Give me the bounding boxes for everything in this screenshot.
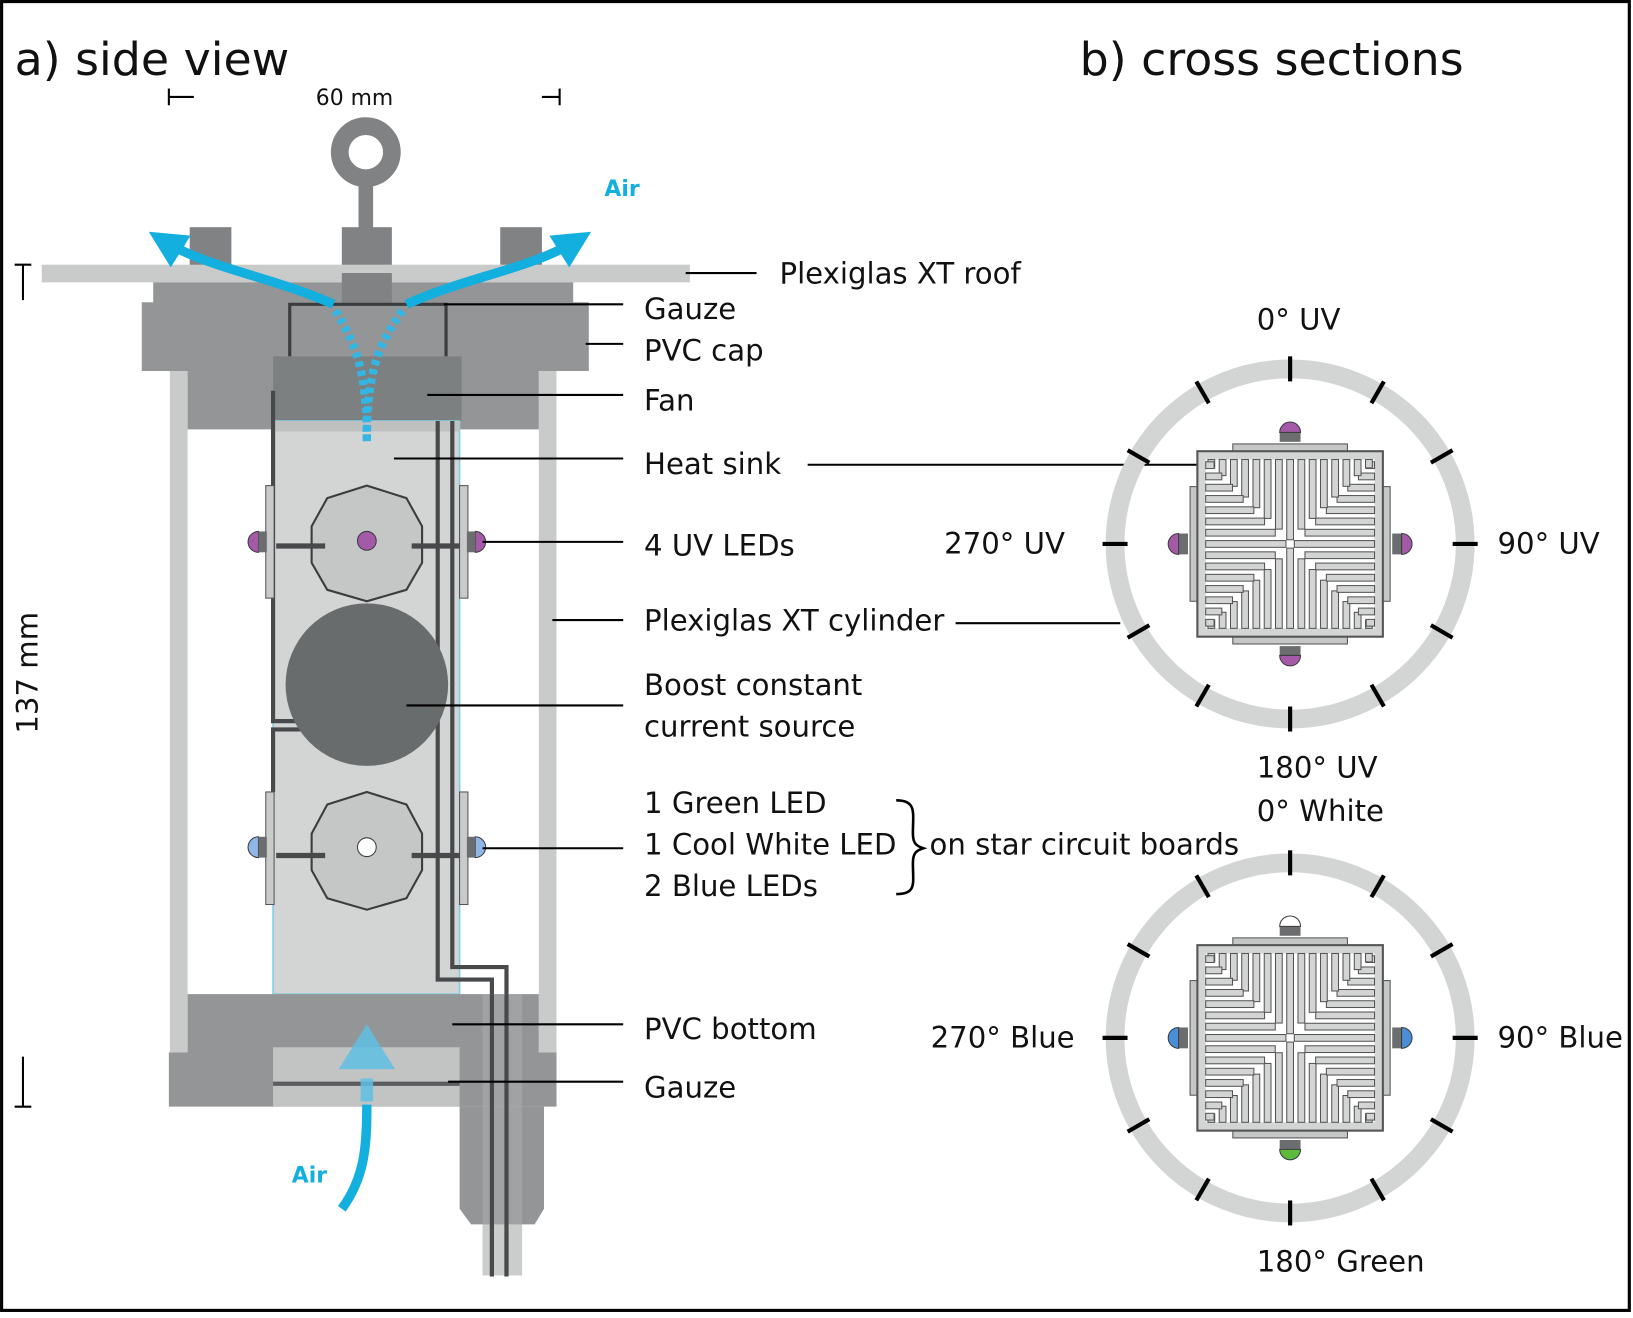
led-right: [1401, 1026, 1413, 1049]
side-view-labels: Plexiglas XT roof Gauze PVC cap Fan Heat…: [644, 256, 1239, 1104]
width-dimension: [167, 88, 561, 106]
blue-led-left: [247, 836, 259, 859]
label-boost-2: current source: [644, 710, 855, 744]
led-right: [1401, 533, 1413, 555]
angle-tick: [1126, 942, 1151, 959]
label-star-boards: on star circuit boards: [930, 827, 1239, 861]
label-gauze-bottom: Gauze: [644, 1070, 736, 1104]
uv-label-bottom: 180° UV: [1257, 750, 1378, 784]
uv-label-right: 90° UV: [1497, 526, 1599, 560]
angle-tick: [1369, 683, 1386, 708]
angle-tick: [1429, 942, 1454, 959]
mixed-star-board: [247, 790, 487, 911]
label-heat-sink: Heat sink: [644, 447, 781, 481]
angle-tick: [1194, 1177, 1211, 1202]
board-top: [1232, 937, 1348, 946]
uv-label-left: 270° UV: [944, 526, 1065, 560]
angle-tick: [1369, 874, 1386, 899]
label-pvc-cap: PVC cap: [644, 334, 764, 368]
angle-tick: [1369, 1177, 1386, 1202]
uv-led-right: [474, 530, 487, 553]
brace: [896, 799, 928, 896]
mixed-label-bottom: 180° Green: [1257, 1244, 1425, 1278]
label-gauze-top: Gauze: [644, 292, 736, 326]
cylinder-wall-left: [169, 369, 188, 1053]
uv-led-front: [356, 530, 377, 551]
air-flow-bottom: [338, 1024, 395, 1212]
mixed-label-top: 0° White: [1257, 794, 1384, 828]
air-flow-top: [148, 231, 592, 443]
led-top: [1279, 421, 1302, 433]
label-fan: Fan: [644, 384, 694, 418]
label-boost-1: Boost constant: [644, 668, 862, 702]
label-white-led: 1 Cool White LED: [644, 827, 896, 861]
board-top: [1232, 443, 1348, 452]
cross-sections-title: b) cross sections: [1080, 32, 1464, 86]
angle-tick: [1126, 1117, 1151, 1134]
width-dimension-label: 60 mm: [316, 86, 393, 111]
led-bottom: [1279, 1148, 1302, 1161]
pvc-cap: [141, 282, 589, 430]
uv-label-top: 0° UV: [1257, 302, 1341, 336]
mixed-label-left: 270° Blue: [931, 1020, 1075, 1054]
mixed-label-right: 90° Blue: [1497, 1020, 1622, 1054]
label-cylinder: Plexiglas XT cylinder: [644, 603, 944, 637]
eye-bolt-nut: [341, 273, 392, 305]
board-left: [1189, 486, 1198, 602]
angle-tick: [1194, 683, 1211, 708]
angle-tick: [1126, 623, 1151, 640]
side-view-drawing: 60 mm 137 mm: [11, 86, 690, 1277]
label-pvc-bottom: PVC bottom: [644, 1012, 817, 1046]
board-right: [1382, 486, 1391, 602]
led-left: [1167, 1026, 1180, 1049]
height-dimension: [14, 263, 32, 1108]
air-label-top: Air: [604, 177, 639, 202]
label-uv-leds: 4 UV LEDs: [644, 528, 795, 562]
led-left: [1167, 533, 1180, 555]
boost-current-source: [285, 603, 449, 766]
angle-tick: [1429, 448, 1454, 465]
board-left: [1189, 980, 1198, 1096]
cylinder-wall-right: [538, 369, 557, 1053]
label-green-led: 1 Green LED: [644, 786, 827, 820]
top-gauze: [288, 302, 448, 357]
cross-section-uv: [1102, 356, 1478, 732]
eye-bolt: [330, 117, 401, 267]
angle-tick: [1194, 874, 1211, 899]
led-bottom: [1279, 654, 1302, 667]
angle-tick: [1429, 623, 1454, 640]
angle-tick: [1194, 380, 1211, 405]
angle-tick: [1429, 1117, 1454, 1134]
board-bottom: [1232, 1130, 1348, 1139]
uv-led-left: [247, 530, 259, 553]
height-dimension-label: 137 mm: [11, 612, 45, 734]
angle-tick: [1369, 380, 1386, 405]
board-right: [1382, 980, 1391, 1096]
board-bottom: [1232, 636, 1348, 645]
air-label-bottom: Air: [292, 1164, 327, 1189]
white-led-front: [356, 837, 377, 858]
angle-tick: [1126, 448, 1151, 465]
label-blue-leds: 2 Blue LEDs: [644, 869, 818, 903]
heat-sink-fins: [1205, 952, 1376, 1123]
led-top: [1279, 915, 1302, 927]
side-view-title: a) side view: [15, 32, 290, 86]
heat-sink-fins: [1205, 459, 1376, 629]
label-roof: Plexiglas XT roof: [780, 256, 1022, 290]
cross-section-mixed: [1102, 850, 1478, 1226]
uv-star-board: [247, 484, 487, 603]
